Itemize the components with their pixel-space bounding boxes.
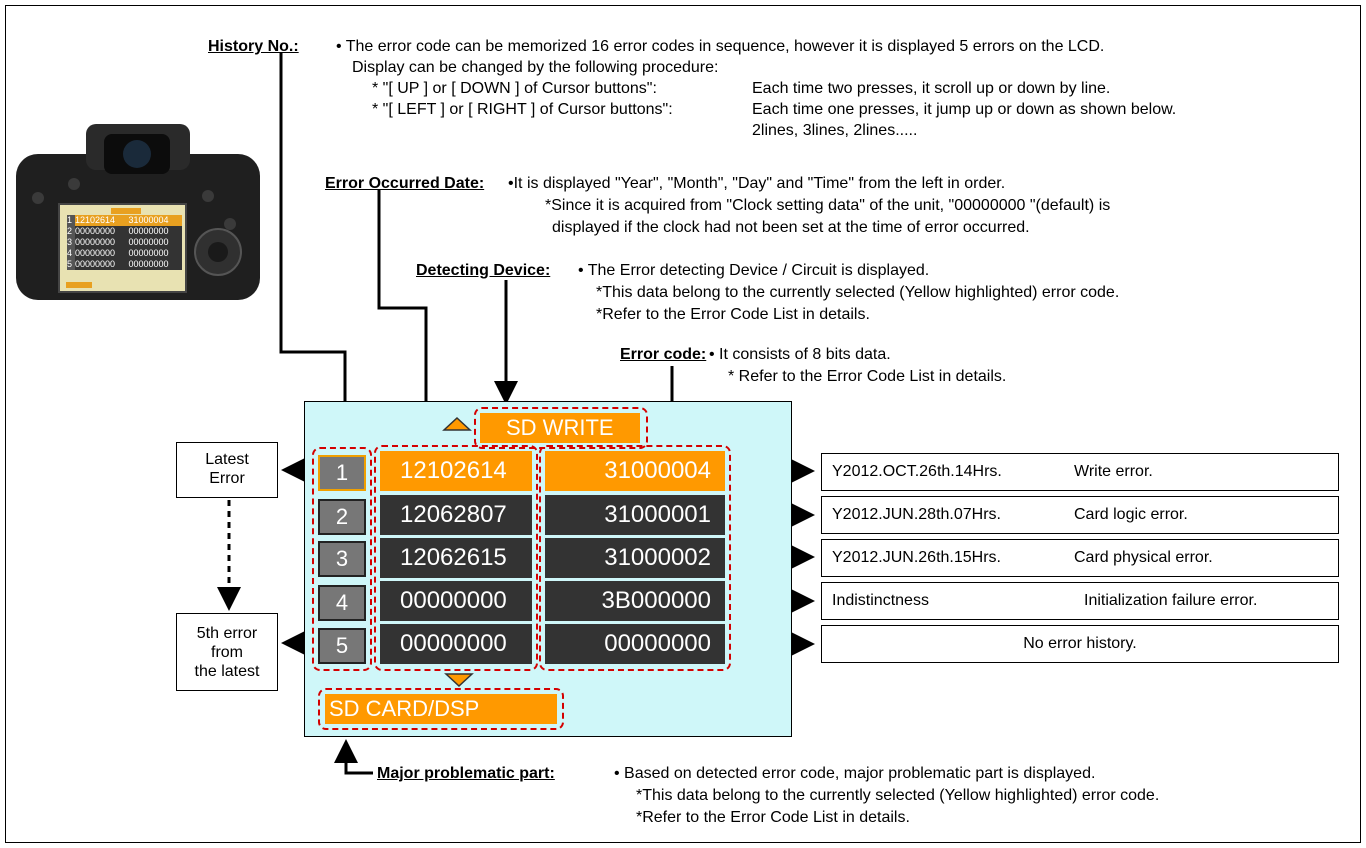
result-date: Y2012.OCT.26th.14Hrs.	[832, 463, 1002, 480]
device-line2: *This data belong to the currently selec…	[596, 284, 1120, 301]
camera-screen-row: 5 00000000 00000000	[67, 259, 182, 270]
history-updown-label: * "[ UP ] or [ DOWN ] of Cursor buttons"…	[372, 80, 657, 97]
history-number-3: 3	[318, 541, 366, 577]
code-dash-outline	[539, 445, 731, 671]
major-part-value: SD CARD/DSP	[325, 694, 557, 724]
code-cell-1: 31000004	[545, 451, 725, 491]
result-desc: Write error.	[1074, 463, 1153, 480]
latest-error-box: Latest Error	[176, 442, 278, 498]
history-label: History No.:	[208, 38, 299, 55]
scroll-up-arrow-icon	[442, 416, 472, 431]
code-label: Error code:	[620, 346, 707, 363]
date-cell-2: 12062807	[380, 495, 532, 535]
result-date: Y2012.JUN.26th.15Hrs.	[832, 549, 1001, 566]
major-line3: *Refer to the Error Code List in details…	[636, 809, 910, 826]
history-line1: • The error code can be memorized 16 err…	[336, 38, 1105, 55]
date-cell-3: 12062615	[380, 538, 532, 578]
device-label: Detecting Device:	[416, 262, 551, 279]
history-number-5: 5	[318, 628, 366, 664]
camera-screen-row: 1 12102614 31000004	[67, 215, 182, 226]
device-line3: *Refer to the Error Code List in details…	[596, 306, 870, 323]
history-pattern: 2lines, 3lines, 2lines.....	[752, 122, 918, 139]
code-cell-4: 3B000000	[545, 581, 725, 621]
number-dash-outline	[312, 447, 372, 671]
result-date: Y2012.JUN.28th.07Hrs.	[832, 506, 1001, 523]
latest-error-line: Error	[209, 470, 245, 487]
camera-screen-row: 4 00000000 00000000	[67, 248, 182, 259]
camera-screen-row: 2 00000000 00000000	[67, 226, 182, 237]
result-box-5: No error history.	[821, 625, 1339, 663]
result-box-1: Y2012.OCT.26th.14Hrs. Write error.	[821, 453, 1339, 491]
history-number-1: 1	[318, 455, 366, 491]
code-cell-5: 00000000	[545, 624, 725, 664]
date-line2: *Since it is acquired from "Clock settin…	[545, 197, 1111, 214]
major-line2: *This data belong to the currently selec…	[636, 787, 1160, 804]
fifth-error-line: 5th error	[196, 625, 258, 642]
result-box-3: Y2012.JUN.26th.15Hrs. Card physical erro…	[821, 539, 1339, 577]
result-box-2: Y2012.JUN.28th.07Hrs. Card logic error.	[821, 496, 1339, 534]
history-leftright-text: Each time one presses, it jump up or dow…	[752, 101, 1177, 118]
camera-screen-row: 3 00000000 00000000	[67, 237, 182, 248]
history-connector	[279, 52, 357, 443]
history-number-4: 4	[318, 585, 366, 621]
date-line1: •It is displayed "Year", "Month", "Day" …	[508, 175, 1006, 192]
code-cell-2: 31000001	[545, 495, 725, 535]
code-cell-3: 31000002	[545, 538, 725, 578]
camera-photo: 1 12102614 31000004 2 00000000 00000000 …	[16, 124, 260, 300]
outer-frame	[5, 5, 1361, 843]
result-desc: No error history.	[1023, 635, 1137, 652]
result-desc: Card logic error.	[1074, 506, 1188, 523]
device-dash-outline	[474, 407, 648, 449]
date-line3: displayed if the clock had not been set …	[552, 219, 1030, 236]
result-date: Indistinctness	[832, 592, 929, 609]
device-value: SD WRITE	[480, 413, 640, 443]
fifth-error-box: 5th error from the latest	[176, 613, 278, 691]
date-cell-4: 00000000	[380, 581, 532, 621]
major-label: Major problematic part:	[377, 765, 555, 782]
date-cell-5: 00000000	[380, 624, 532, 664]
camera-screen-rows: 1 12102614 31000004 2 00000000 00000000 …	[67, 215, 182, 270]
code-line2: * Refer to the Error Code List in detail…	[728, 368, 1007, 385]
code-line1: • It consists of 8 bits data.	[709, 346, 891, 363]
date-dash-outline	[374, 445, 538, 671]
major-part-dash-outline	[318, 688, 564, 730]
date-label: Error Occurred Date:	[325, 175, 485, 192]
date-connector	[377, 189, 438, 443]
history-updown-text: Each time two presses, it scroll up or d…	[752, 80, 1111, 97]
history-number-2: 2	[318, 499, 366, 535]
history-leftright-label: * "[ LEFT ] or [ RIGHT ] of Cursor butto…	[372, 101, 673, 118]
date-cell-1: 12102614	[380, 451, 532, 491]
fifth-error-line: the latest	[194, 663, 260, 680]
latest-error-line: Latest	[205, 451, 249, 468]
history-line2: Display can be changed by the following …	[352, 59, 719, 76]
device-line1: • The Error detecting Device / Circuit i…	[578, 262, 930, 279]
major-line1: • Based on detected error code, major pr…	[614, 765, 1096, 782]
camera-body-illustration	[16, 124, 260, 300]
result-desc: Initialization failure error.	[1084, 592, 1258, 609]
scroll-down-arrow-icon	[444, 673, 474, 688]
fifth-error-line: from	[211, 644, 243, 661]
major-connector	[334, 739, 373, 775]
result-box-4: Indistinctness Initialization failure er…	[821, 582, 1339, 620]
result-desc: Card physical error.	[1074, 549, 1213, 566]
